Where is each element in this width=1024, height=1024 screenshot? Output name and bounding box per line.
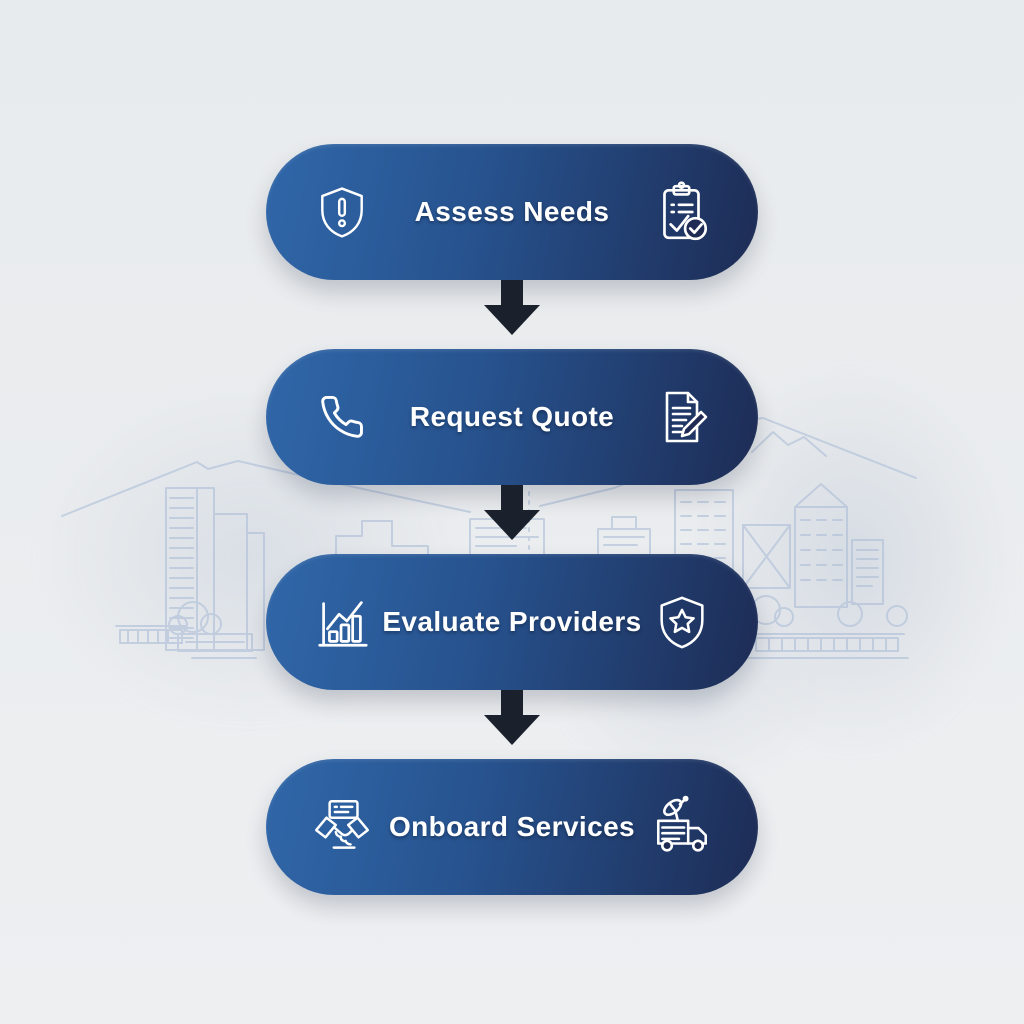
step-pill-request-quote[interactable]: Request Quote xyxy=(266,349,758,485)
step-pill-onboard-services[interactable]: Onboard Services xyxy=(266,759,758,895)
arrow-head xyxy=(484,715,540,745)
arrow-stem xyxy=(501,485,523,510)
arrow-stem xyxy=(501,690,523,715)
step-pill-evaluate-providers[interactable]: Evaluate Providers xyxy=(266,554,758,690)
step-label: Request Quote xyxy=(409,401,615,432)
clipboard-check-icon xyxy=(648,178,716,246)
step-label: Evaluate Providers xyxy=(382,606,642,637)
shield-star-icon xyxy=(648,588,716,656)
arrow-head xyxy=(484,510,540,540)
phone-icon xyxy=(308,383,376,451)
step-label: Onboard Services xyxy=(388,811,636,842)
satellite-truck-icon xyxy=(648,793,716,861)
handshake-icon xyxy=(308,793,376,861)
document-edit-icon xyxy=(648,383,716,451)
flow-arrow-down xyxy=(484,485,540,554)
arrow-head xyxy=(484,305,540,335)
step-label: Assess Needs xyxy=(414,196,610,227)
bar-chart-icon xyxy=(308,588,376,656)
flow-arrow-down xyxy=(484,280,540,349)
process-flow: Assess Needs xyxy=(266,144,758,895)
arrow-stem xyxy=(501,280,523,305)
shield-alert-icon xyxy=(308,178,376,246)
flow-arrow-down xyxy=(484,690,540,759)
step-pill-assess-needs[interactable]: Assess Needs xyxy=(266,144,758,280)
